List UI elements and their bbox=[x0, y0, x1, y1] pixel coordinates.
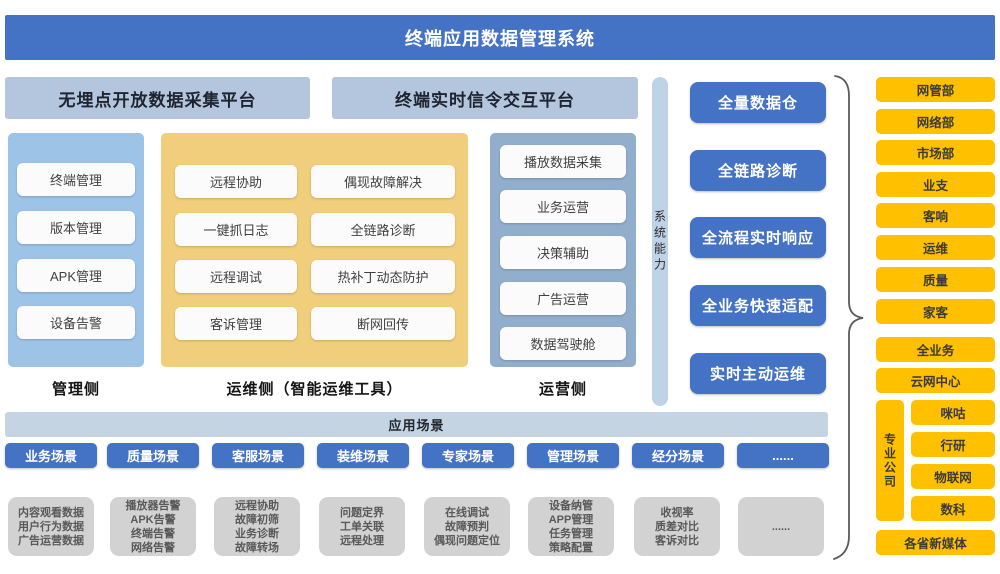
module-box-terminal-mgmt: 终端管理 bbox=[17, 163, 135, 196]
module-box-decision-aid: 决策辅助 bbox=[500, 236, 626, 269]
module-box-remote-debug: 远程调试 bbox=[175, 260, 297, 293]
scenario-line: 广告运营数据 bbox=[18, 534, 84, 547]
scenario-line: APK告警 bbox=[130, 513, 176, 526]
dept-cloud-network: 云网中心 bbox=[876, 368, 995, 393]
scenario-line: 客诉对比 bbox=[655, 534, 699, 547]
module-box-complaint-mgmt: 客诉管理 bbox=[175, 307, 297, 340]
scenario-line: 工单关联 bbox=[340, 520, 384, 533]
scenario-header-more: ...... bbox=[737, 443, 829, 468]
scenario-header-quality: 质量场景 bbox=[107, 443, 199, 468]
scenario-line: APP管理 bbox=[548, 513, 594, 526]
dept-market: 市场部 bbox=[876, 140, 995, 165]
scenario-line: 偶现问题定位 bbox=[434, 534, 500, 547]
scenario-line: 内容观看数据 bbox=[18, 506, 84, 519]
dept-customer-resp: 客响 bbox=[876, 203, 995, 228]
scenario-line: 收视率 bbox=[660, 506, 694, 519]
scenario-line: 播放器告警 bbox=[125, 499, 181, 512]
scenario-line: 远程处理 bbox=[340, 534, 384, 547]
scenario-box-quality: 播放器告警 APK告警 终端告警 网络告警 bbox=[110, 497, 196, 556]
module-box-log-grab: 一键抓日志 bbox=[175, 213, 297, 246]
module-box-ad-operation: 广告运营 bbox=[500, 282, 626, 315]
module-box-occasional-fault: 偶现故障解决 bbox=[311, 165, 455, 198]
capability-proactive-ops: 实时主动运维 bbox=[690, 353, 826, 394]
scenario-box-business: 内容观看数据 用户行为数据 广告运营数据 bbox=[8, 497, 94, 556]
dept-operations: 运维 bbox=[876, 235, 995, 260]
management-side-panel: 终端管理 版本管理 APK管理 设备告警 bbox=[8, 133, 144, 367]
scenario-line: 任务管理 bbox=[549, 527, 593, 540]
system-capability-bar: 系统能力 bbox=[652, 77, 668, 406]
module-box-remote-assist: 远程协助 bbox=[175, 165, 297, 198]
dept-biz-support: 业支 bbox=[876, 172, 995, 197]
scenario-box-analysis: 收视率 质差对比 客诉对比 bbox=[634, 497, 720, 556]
scenario-line: 在线调试 bbox=[445, 506, 489, 519]
scenario-header-management: 管理场景 bbox=[527, 443, 619, 468]
module-box-play-data: 播放数据采集 bbox=[500, 145, 626, 178]
scenario-header-analysis: 经分场景 bbox=[632, 443, 724, 468]
capability-data-warehouse: 全量数据仓 bbox=[690, 82, 826, 123]
app-scenarios-bar: 应用场景 bbox=[5, 412, 828, 437]
platform-header-signaling: 终端实时信令交互平台 bbox=[332, 77, 638, 119]
scenario-line: 故障初筛 bbox=[235, 513, 279, 526]
scenario-line: 问题定界 bbox=[340, 506, 384, 519]
scenario-box-management: 设备纳管 APP管理 任务管理 策略配置 bbox=[528, 497, 614, 556]
scenario-line: 用户行为数据 bbox=[18, 520, 84, 533]
scenario-line: 策略配置 bbox=[549, 541, 593, 554]
dept-research: 行研 bbox=[911, 432, 995, 457]
scenario-box-more: ...... bbox=[738, 497, 824, 556]
scenario-line: 故障预判 bbox=[445, 520, 489, 533]
operation-side-panel: 播放数据采集 业务运营 决策辅助 广告运营 数据驾驶舱 bbox=[490, 133, 636, 367]
module-box-device-alarm: 设备告警 bbox=[17, 306, 135, 339]
page-title: 终端应用数据管理系统 bbox=[5, 15, 995, 60]
professional-company-label: 专业公司 bbox=[882, 432, 897, 489]
scenario-line: 终端告警 bbox=[131, 527, 175, 540]
maintenance-side-label: 运维侧（智能运维工具） bbox=[226, 380, 403, 398]
module-box-biz-operation: 业务运营 bbox=[500, 190, 626, 223]
management-side-label: 管理侧 bbox=[51, 380, 100, 398]
professional-company-group: 专业公司 bbox=[876, 400, 904, 521]
scenario-box-expert: 在线调试 故障预判 偶现问题定位 bbox=[424, 497, 510, 556]
scenario-line: 网络告警 bbox=[131, 541, 175, 554]
module-box-offline-upload: 断网回传 bbox=[311, 307, 455, 340]
capability-fast-adaptation: 全业务快速适配 bbox=[690, 285, 826, 326]
system-capability-label: 系统能力 bbox=[652, 209, 667, 274]
scenario-box-service: 远程协助 故障初筛 业务诊断 故障转场 bbox=[214, 497, 300, 556]
dept-provincial-media: 各省新媒体 bbox=[876, 530, 995, 555]
scenario-line: 业务诊断 bbox=[235, 527, 279, 540]
scenario-header-business: 业务场景 bbox=[5, 443, 97, 468]
capability-realtime-response: 全流程实时响应 bbox=[690, 217, 826, 258]
maintenance-side-panel: 远程协助 一键抓日志 远程调试 客诉管理 偶现故障解决 全链路诊断 热补丁动态防… bbox=[161, 133, 468, 367]
curly-brace bbox=[833, 75, 864, 560]
scenario-header-install: 装维场景 bbox=[317, 443, 409, 468]
module-box-version-mgmt: 版本管理 bbox=[17, 211, 135, 244]
module-box-data-cockpit: 数据驾驶舱 bbox=[500, 327, 626, 360]
platform-header-data-collection: 无埋点开放数据采集平台 bbox=[5, 77, 310, 119]
dept-all-business: 全业务 bbox=[876, 337, 995, 362]
scenario-line: ...... bbox=[771, 520, 791, 533]
module-box-hotpatch: 热补丁动态防护 bbox=[311, 260, 455, 293]
scenario-line: 设备纳管 bbox=[549, 499, 593, 512]
dept-home-customer: 家客 bbox=[876, 299, 995, 324]
scenario-line: 质差对比 bbox=[655, 520, 699, 533]
dept-network-mgmt: 网管部 bbox=[876, 77, 995, 102]
dept-migu: 咪咕 bbox=[911, 400, 995, 425]
scenario-header-expert: 专家场景 bbox=[422, 443, 514, 468]
scenario-line: 故障转场 bbox=[235, 541, 279, 554]
module-box-fulllink-diag: 全链路诊断 bbox=[311, 213, 455, 246]
module-box-apk-mgmt: APK管理 bbox=[17, 259, 135, 292]
dept-quality: 质量 bbox=[876, 267, 995, 292]
capability-fulllink-diagnosis: 全链路诊断 bbox=[690, 150, 826, 191]
scenario-box-install: 问题定界 工单关联 远程处理 bbox=[319, 497, 405, 556]
dept-iot: 物联网 bbox=[911, 464, 995, 489]
scenario-header-service: 客服场景 bbox=[212, 443, 304, 468]
dept-network: 网络部 bbox=[876, 109, 995, 134]
dept-digital: 数科 bbox=[911, 496, 995, 521]
scenario-line: 远程协助 bbox=[235, 499, 279, 512]
operation-side-label: 运营侧 bbox=[538, 380, 587, 398]
